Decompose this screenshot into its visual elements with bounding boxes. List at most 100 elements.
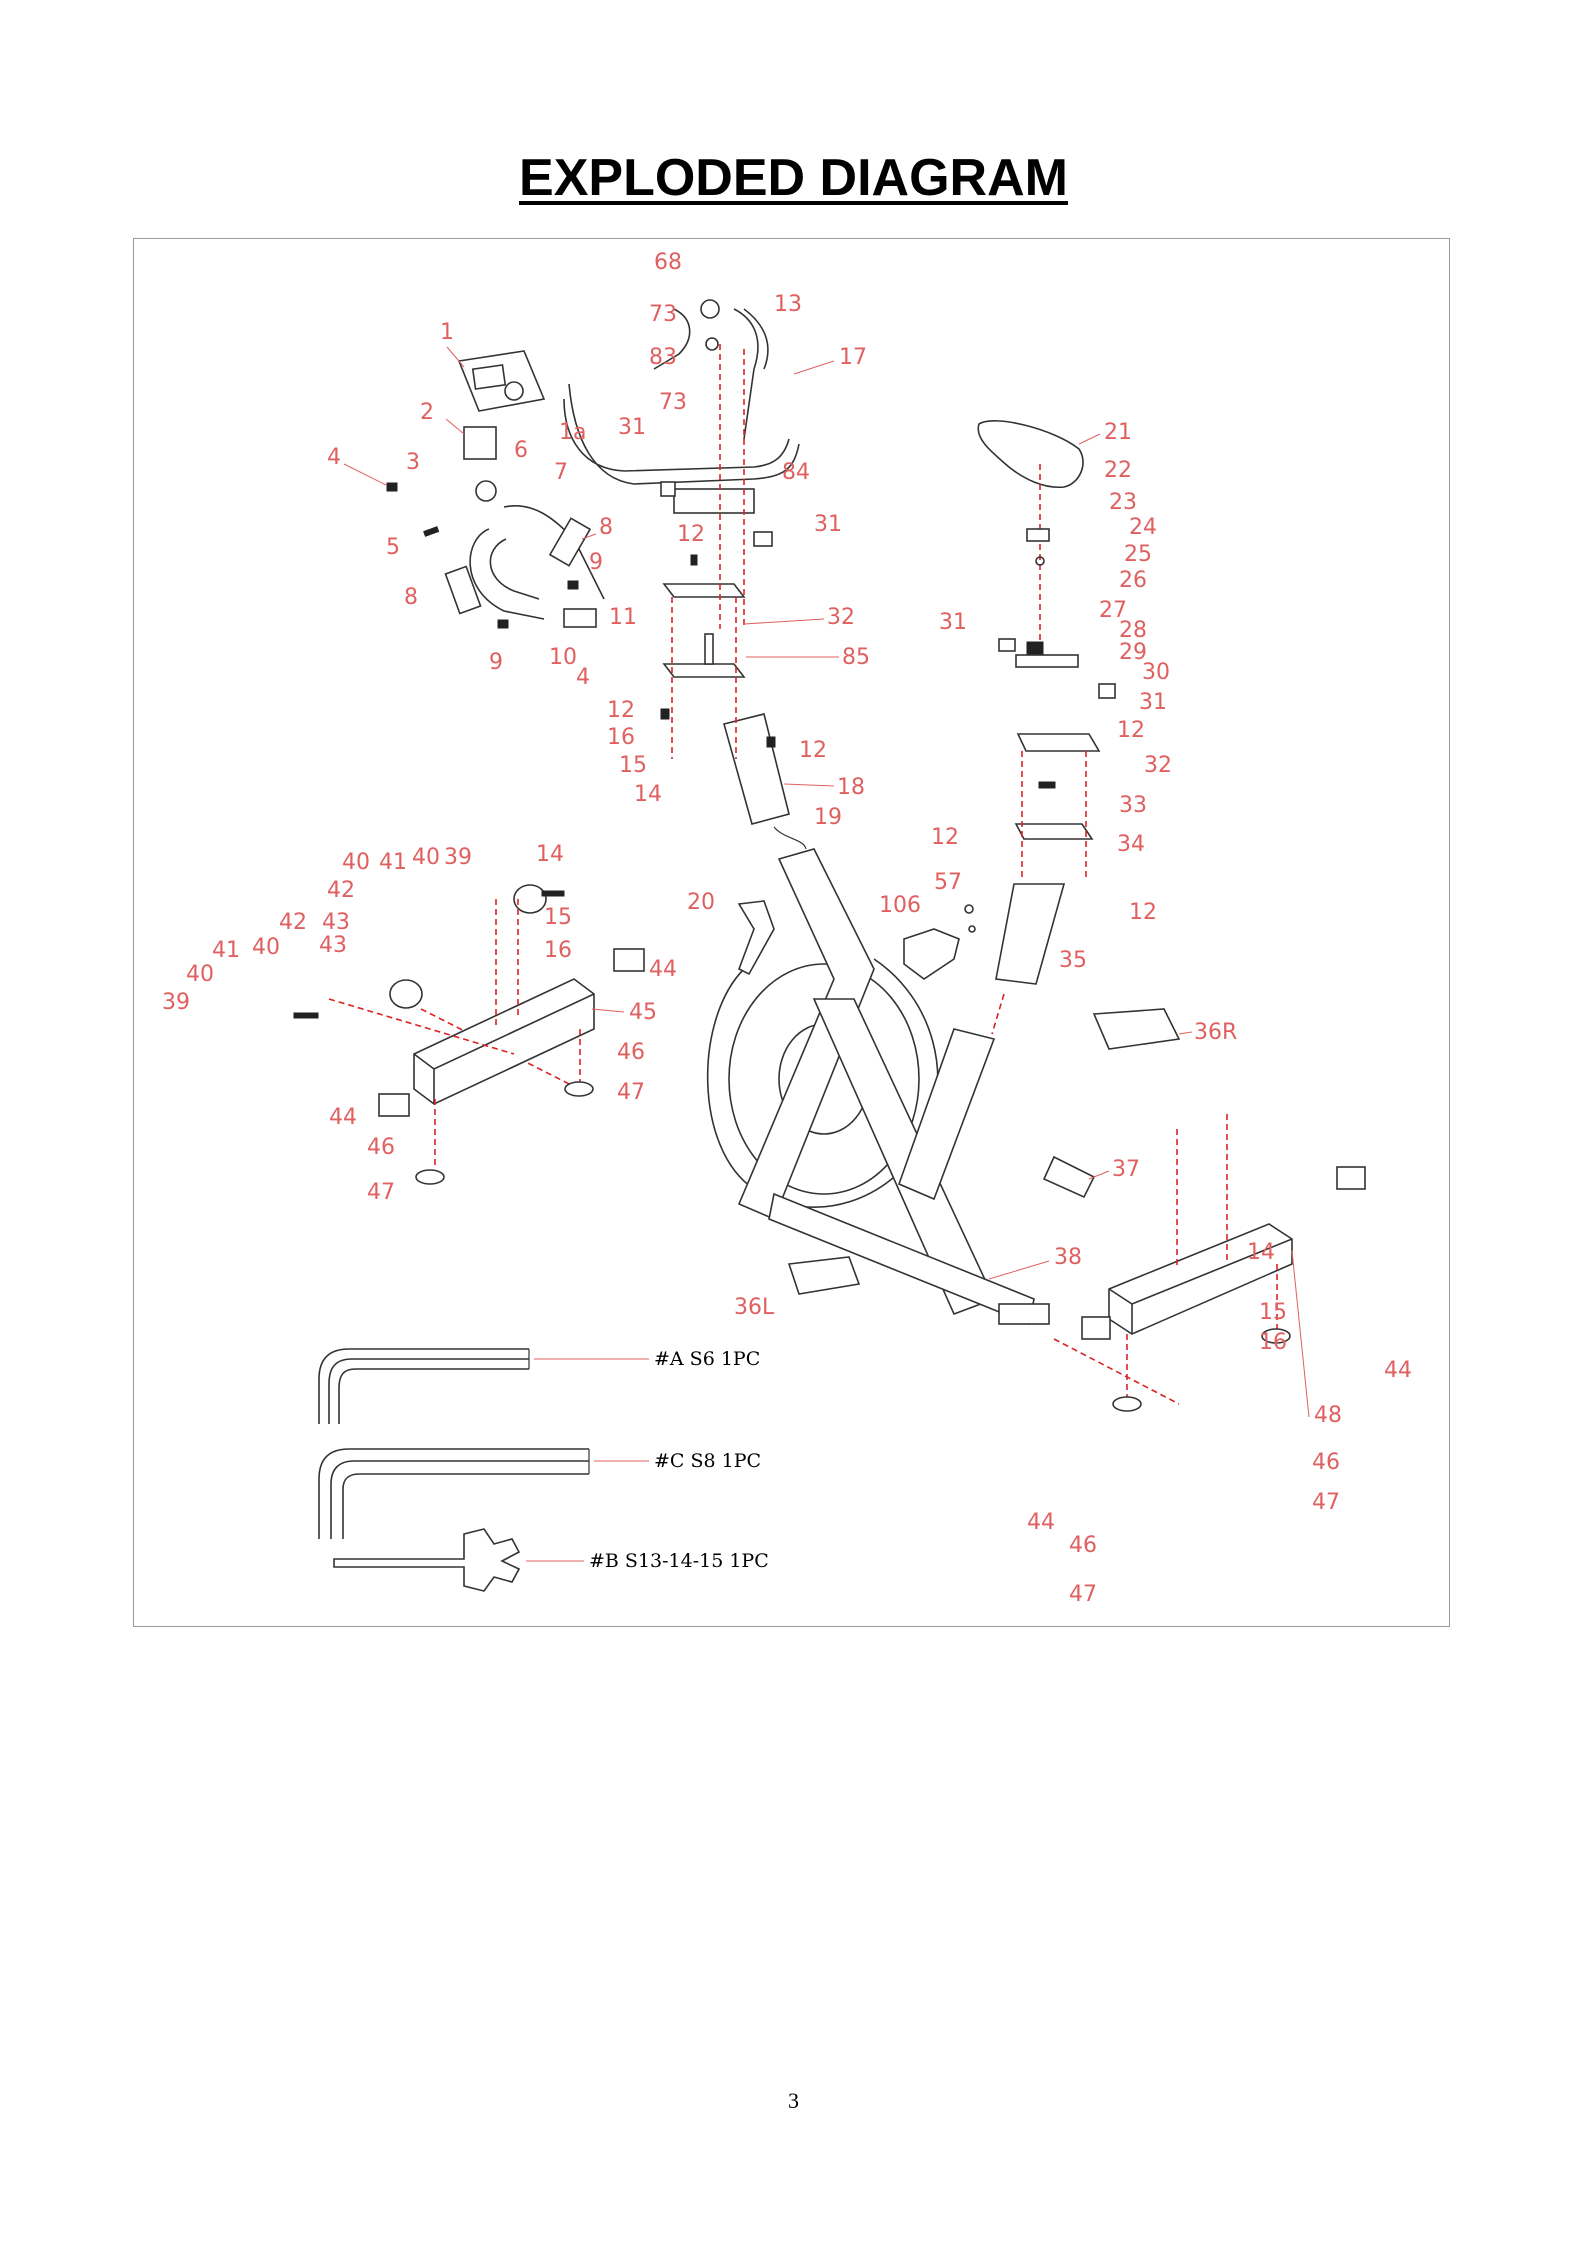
callout-43a: 43 — [322, 910, 350, 935]
callout-41b: 41 — [212, 938, 240, 963]
callout-12d: 12 — [1117, 718, 1145, 743]
callout-29: 29 — [1119, 640, 1147, 665]
callout-47c: 47 — [1312, 1490, 1340, 1515]
wheel-41a — [389, 979, 423, 1009]
callout-42a: 42 — [327, 878, 355, 903]
washer-73 — [705, 337, 719, 351]
callout-38: 38 — [1054, 1245, 1082, 1270]
knob-57 — [964, 904, 974, 914]
pin-12b — [660, 708, 670, 720]
seat-tube — [897, 1028, 996, 1201]
callout-12c: 12 — [799, 738, 827, 763]
callout-15b: 15 — [544, 905, 572, 930]
callout-44a: 44 — [649, 957, 677, 982]
seat-assembly — [977, 420, 1116, 985]
stabilizer-45 — [413, 978, 595, 1105]
callout-40a: 40 — [342, 850, 370, 875]
callout-16a: 16 — [607, 725, 635, 750]
front-stabilizer — [293, 884, 645, 1185]
stabilizer-45-edge — [413, 993, 595, 1104]
callout-42b: 42 — [279, 910, 307, 935]
diagram-frame: 68 73 13 83 17 73 1 2 1a 31 4 3 6 7 84 3… — [133, 238, 1450, 1627]
callout-19: 19 — [814, 805, 842, 830]
tool-labels: #A S6 1PC #C S8 1PC #B S13-14-15 1PC — [589, 1348, 769, 1572]
crank-arm-37 — [1042, 1155, 1096, 1199]
plate-33 — [1038, 781, 1056, 789]
callout-73b: 73 — [659, 390, 687, 415]
flywheel-outer — [706, 958, 939, 1208]
hex-key-a — [318, 1348, 529, 1424]
callout-85: 85 — [842, 645, 870, 670]
callout-31c: 31 — [939, 610, 967, 635]
end-cap-44d — [1081, 1316, 1111, 1340]
callout-26: 26 — [1119, 568, 1147, 593]
knob-57b — [968, 925, 976, 933]
pedal-36r — [1092, 1008, 1181, 1050]
callout-17: 17 — [839, 345, 867, 370]
callout-44b: 44 — [329, 1105, 357, 1130]
callout-32a: 32 — [827, 605, 855, 630]
seat-bracket-32 — [1016, 733, 1101, 752]
callout-47a: 47 — [617, 1080, 645, 1105]
exploded-diagram: 68 73 13 83 17 73 1 2 1a 31 4 3 6 7 84 3… — [162, 250, 1412, 1607]
post-bracket-32 — [662, 583, 746, 598]
foam-grip-lower — [444, 565, 482, 615]
nut-9b — [497, 619, 509, 629]
callout-31d: 31 — [1139, 690, 1167, 715]
console-screen — [471, 364, 507, 390]
washer-25 — [1035, 556, 1045, 566]
callout-43b: 43 — [319, 933, 347, 958]
callout-12f: 12 — [1129, 900, 1157, 925]
callout-46c: 46 — [1312, 1450, 1340, 1475]
axis-front-wheel — [328, 998, 515, 1055]
bolt-5 — [423, 526, 440, 537]
callout-11: 11 — [609, 605, 637, 630]
foot-47c — [1261, 1328, 1291, 1344]
base-beam — [768, 1192, 1035, 1326]
callout-2: 2 — [420, 400, 434, 425]
brake-lever-20 — [737, 900, 775, 976]
callout-25: 25 — [1124, 542, 1152, 567]
handlebar-17 — [563, 383, 800, 485]
callout-5: 5 — [386, 535, 400, 560]
callout-18: 18 — [837, 775, 865, 800]
callout-10: 10 — [549, 645, 577, 670]
callout-36r: 36R — [1194, 1020, 1237, 1045]
callout-46a: 46 — [617, 1040, 645, 1065]
callout-47d: 47 — [1069, 1582, 1097, 1607]
callout-14c: 14 — [1247, 1240, 1275, 1265]
stabilizer-48-edge — [1108, 1238, 1293, 1334]
end-cap-31c — [998, 638, 1016, 652]
callout-12e: 12 — [931, 825, 959, 850]
callout-15a: 15 — [619, 753, 647, 778]
callout-22: 22 — [1104, 458, 1132, 483]
flywheel-disc — [728, 963, 920, 1195]
pop-pin-24 — [1026, 528, 1050, 542]
callout-45: 45 — [629, 1000, 657, 1025]
callout-34: 34 — [1117, 832, 1145, 857]
page-title: EXPLODED DIAGRAM — [0, 148, 1587, 208]
handlebar-tube — [563, 608, 597, 628]
callout-15c: 15 — [1259, 1300, 1287, 1325]
callout-40d: 40 — [186, 962, 214, 987]
callout-23: 23 — [1109, 490, 1137, 515]
leader-48 — [1291, 1250, 1310, 1418]
handlebar-17-left — [653, 308, 691, 370]
callout-8a: 8 — [599, 515, 613, 540]
tool-label-a: #A S6 1PC — [654, 1348, 760, 1370]
callout-44d: 44 — [1027, 1510, 1055, 1535]
foot-47b — [564, 1081, 594, 1097]
callout-84: 84 — [782, 460, 810, 485]
leader-21 — [1078, 433, 1101, 445]
callout-28: 28 — [1119, 618, 1147, 643]
callout-24: 24 — [1129, 515, 1157, 540]
end-cap-31d — [1098, 683, 1116, 699]
callout-1a: 1a — [559, 420, 586, 445]
leader-32a — [743, 618, 825, 625]
callout-7: 7 — [554, 460, 568, 485]
slider-30 — [1015, 654, 1079, 668]
console-mount-disc — [475, 480, 497, 502]
end-cap-44a — [613, 948, 645, 972]
callout-31a: 31 — [618, 415, 646, 440]
pin-12c — [766, 736, 776, 748]
